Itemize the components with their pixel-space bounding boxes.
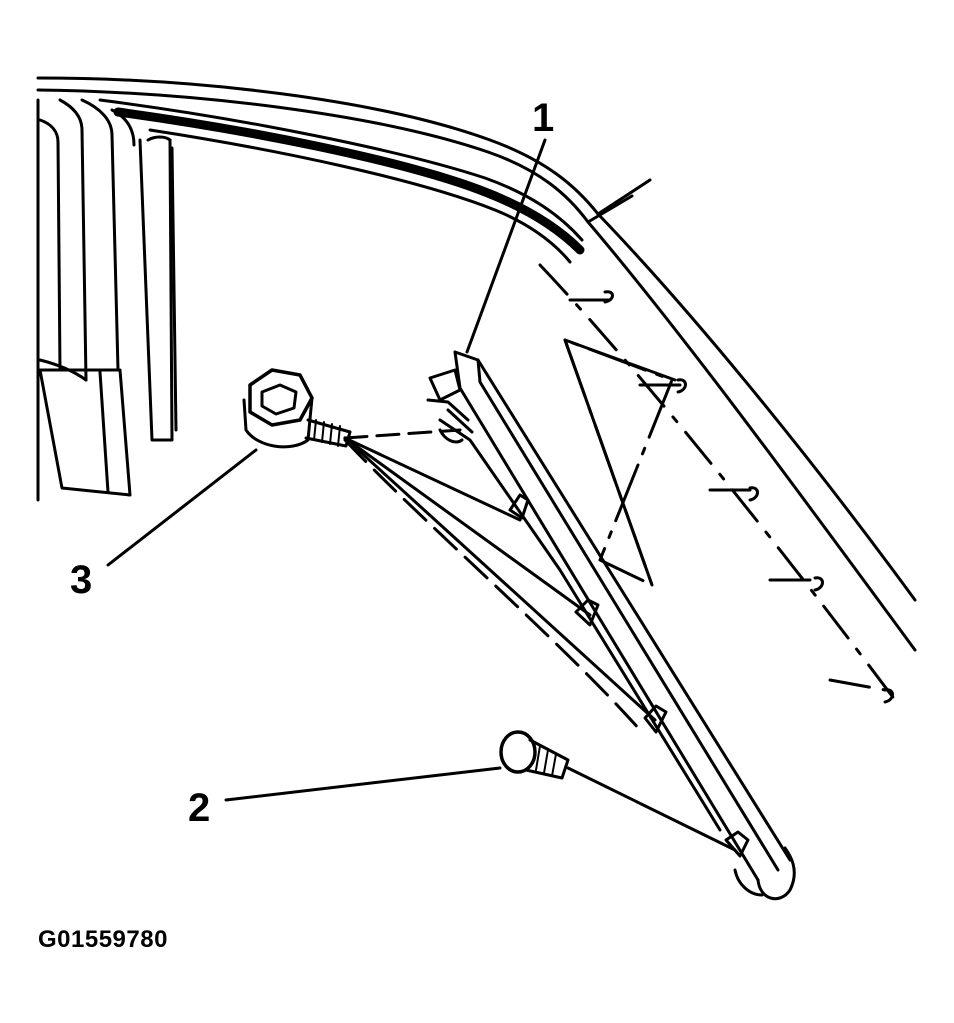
door-frame bbox=[36, 98, 178, 502]
glass-triangle-outline bbox=[563, 338, 677, 587]
callout-1-side-molding: 1 bbox=[532, 96, 555, 140]
figure-id: G01559780 bbox=[38, 926, 168, 953]
callout-2-screw: 2 bbox=[188, 786, 211, 830]
bolt-alignment-lines bbox=[343, 428, 657, 732]
roof-rail bbox=[36, 76, 600, 264]
retainer-clip-marks bbox=[603, 290, 894, 704]
leader-line-3 bbox=[106, 448, 258, 567]
leader-lines bbox=[106, 138, 547, 802]
side-molding bbox=[426, 350, 796, 901]
round-head-screw-icon bbox=[499, 730, 737, 852]
callout-3-bolt: 3 bbox=[70, 558, 93, 602]
hex-head-bolt-icon bbox=[242, 368, 352, 449]
windshield-edge bbox=[586, 178, 917, 652]
leader-line-1 bbox=[465, 138, 547, 354]
molding-studs bbox=[508, 493, 750, 858]
leader-line-2 bbox=[224, 766, 502, 802]
windshield-glass-hidden bbox=[538, 263, 897, 702]
